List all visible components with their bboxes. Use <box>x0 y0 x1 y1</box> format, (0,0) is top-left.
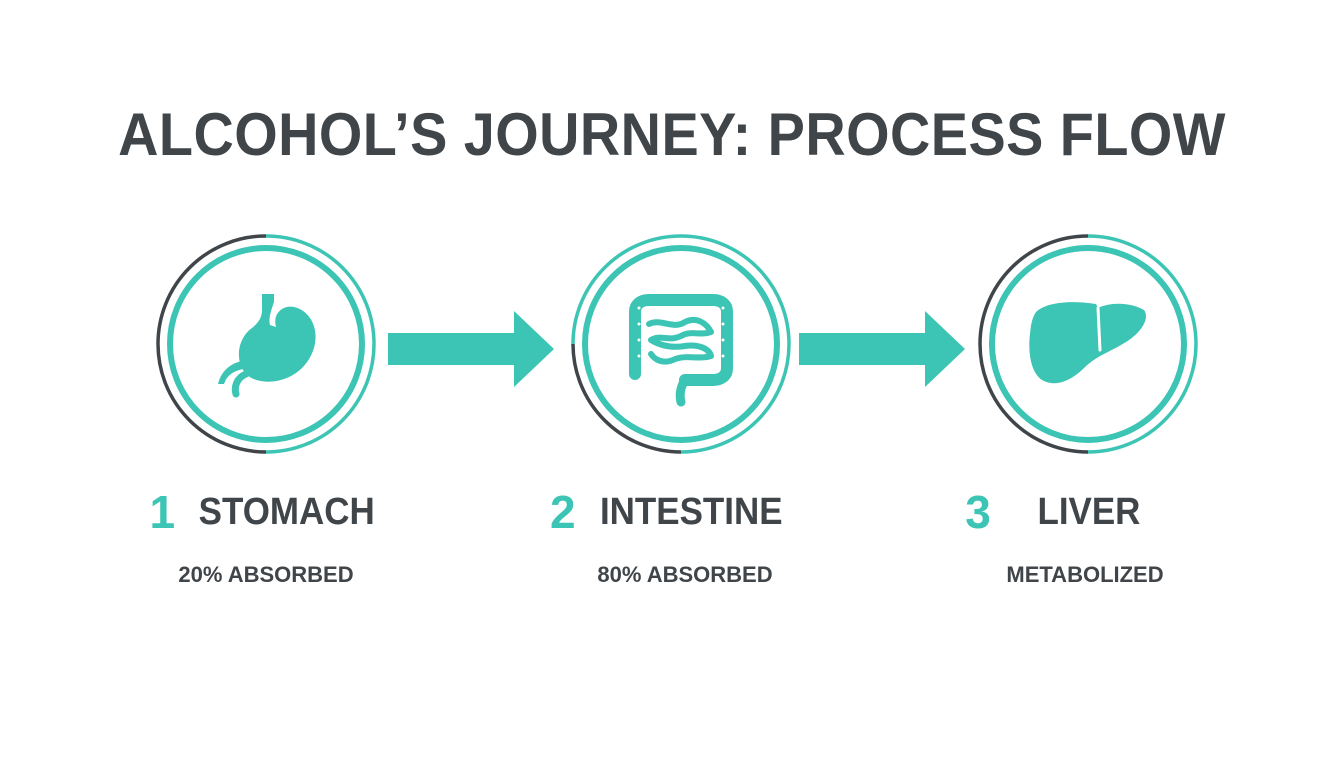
step-intestine-sub: 80% ABSORBED <box>597 562 773 587</box>
step-stomach-label: 1 STOMACH <box>136 482 396 542</box>
step-number: 1 <box>149 486 176 538</box>
intestine-ring <box>571 234 791 454</box>
step-name: STOMACH <box>198 490 375 533</box>
step-liver-label: 3 LIVER <box>935 482 1175 542</box>
stomach-icon <box>218 294 316 398</box>
liver-ring <box>978 234 1198 454</box>
step-stomach-sub: 20% ABSORBED <box>178 562 354 587</box>
intestine-icon <box>629 294 733 407</box>
step-name: INTESTINE <box>599 490 783 533</box>
step-name: LIVER <box>1037 490 1141 533</box>
stomach-ring <box>156 234 376 454</box>
step-liver-sub: METABOLIZED <box>1006 562 1164 587</box>
step-intestine-label: 2 INTESTINE <box>540 482 800 542</box>
liver-icon <box>1029 302 1146 384</box>
flow-arrow-2 <box>799 311 965 387</box>
step-number: 3 <box>965 486 991 538</box>
diagram-title: ALCOHOL’S JOURNEY: PROCESS FLOW <box>118 101 1226 168</box>
flow-arrow-1 <box>388 311 554 387</box>
step-number: 2 <box>549 486 576 538</box>
